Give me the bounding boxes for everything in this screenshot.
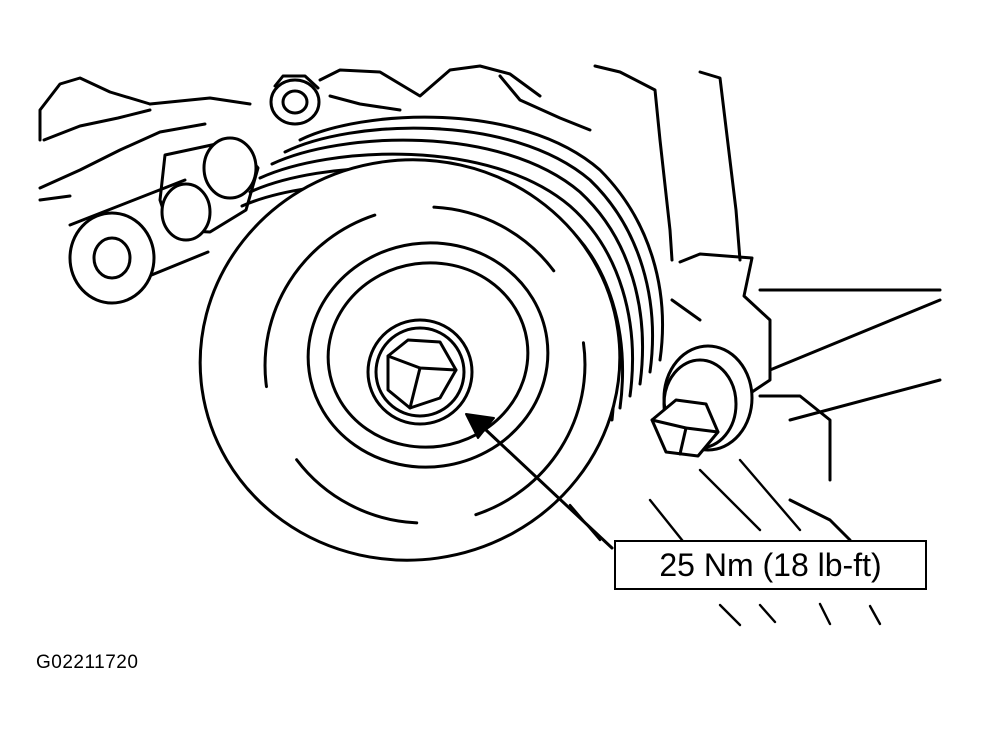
torque-callout-box: 25 Nm (18 lb-ft) — [614, 540, 927, 590]
callout-leader-arrow — [465, 413, 614, 550]
pulley-center-bolt — [366, 318, 474, 426]
engine-block-outline — [38, 76, 252, 202]
bracket-bolt — [650, 344, 754, 458]
idler-cylinder — [68, 136, 260, 305]
upper-housing-outline — [318, 64, 742, 262]
torque-label: 25 Nm (18 lb-ft) — [659, 546, 882, 583]
figure-id: G02211720 — [36, 652, 139, 673]
upper-nut — [269, 74, 321, 126]
tensioner-bracket — [670, 252, 942, 542]
lower-hatch-lines — [568, 458, 882, 627]
